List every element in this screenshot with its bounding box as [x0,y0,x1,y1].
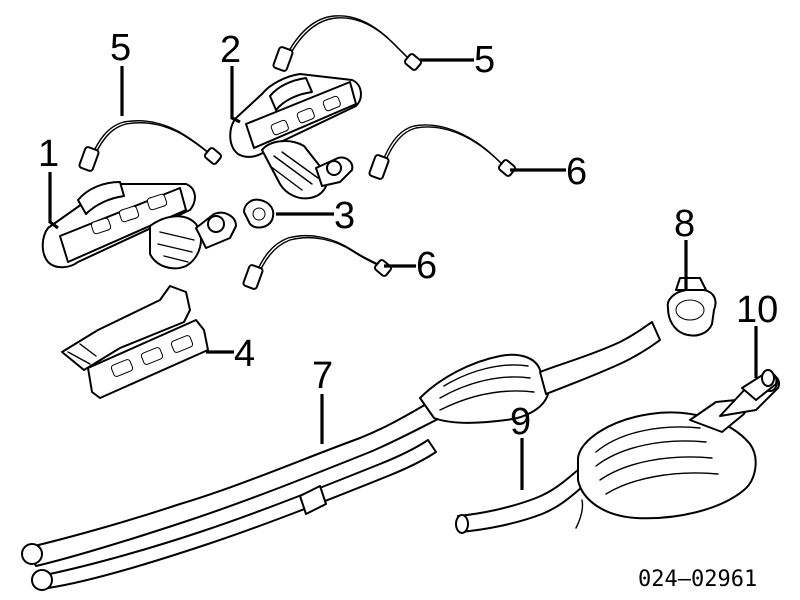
callout-4: 4 [234,333,255,375]
leader-line-1 [48,172,59,230]
part-10-exhaust-tip [741,369,778,401]
part-8-clamp [666,277,717,337]
callout-5b: 5 [474,39,495,81]
part-3-gasket [243,198,275,229]
part-4-heat-shield [61,285,209,399]
reference-number: 024—02961 [638,567,757,592]
part-1-exhaust-manifold [41,181,237,270]
part-6-oxygen-sensor-lower [242,235,392,290]
callout-10: 10 [736,289,778,331]
callout-6a: 6 [566,151,587,193]
leader-line-2 [230,66,241,124]
callout-9: 9 [510,401,531,443]
callout-6b: 6 [416,245,437,287]
callout-7: 7 [312,355,333,397]
callout-2: 2 [220,29,241,71]
callout-5a: 5 [110,27,131,69]
part-2-exhaust-manifold [229,73,362,200]
callout-8: 8 [674,203,695,245]
part-5-oxygen-sensor-right [272,15,422,72]
callout-3: 3 [334,195,355,237]
part-5-oxygen-sensor-left [78,120,222,172]
part-7-front-pipe [21,321,661,591]
part-6-oxygen-sensor-upper [368,124,516,180]
leader-lines [48,58,758,490]
callout-1: 1 [38,133,59,175]
